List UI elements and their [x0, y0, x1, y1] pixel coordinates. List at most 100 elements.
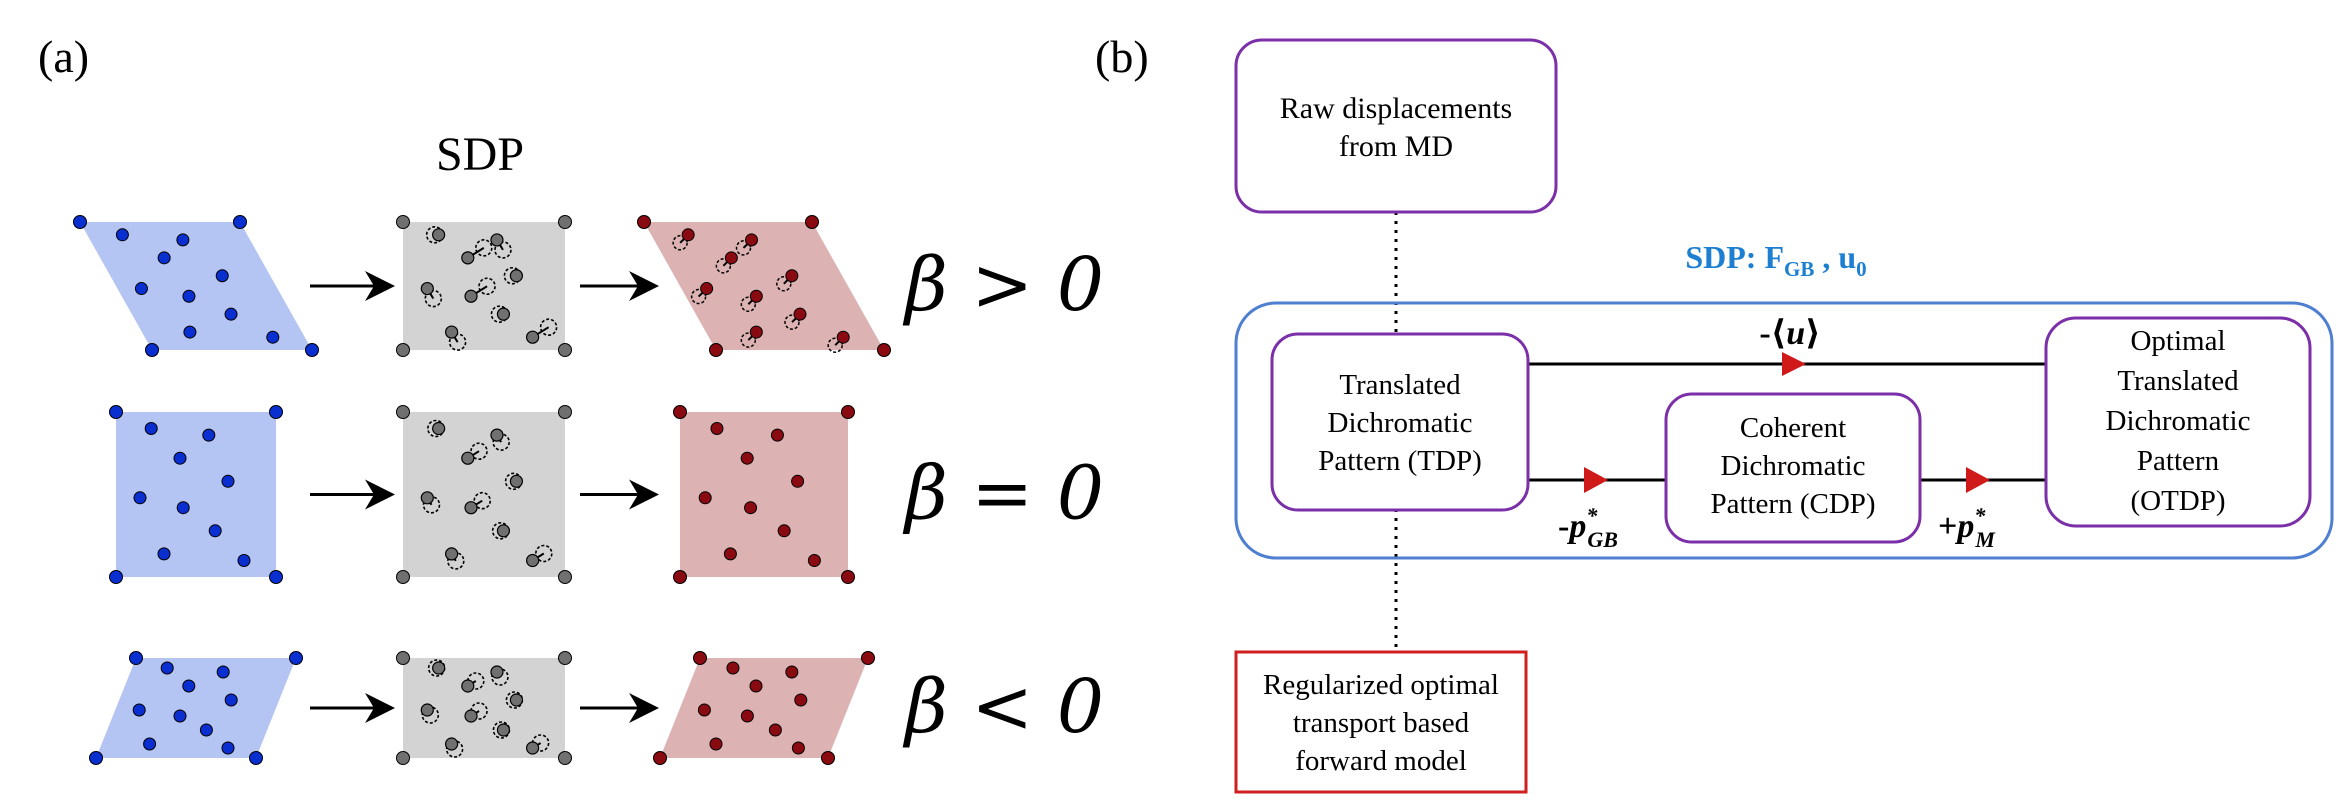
atom [445, 547, 459, 561]
atom [224, 307, 238, 321]
atom [509, 474, 524, 488]
atom [794, 693, 808, 707]
corner-atom [249, 751, 263, 765]
otdp-line-3: Dichromatic [2106, 405, 2251, 437]
atom [215, 269, 229, 283]
corner-atom [693, 651, 707, 665]
reference-site [470, 442, 488, 461]
edge-cdp-otdp-sub: M [1974, 527, 1996, 552]
reference-site [740, 296, 757, 312]
edge-top-suffix: ⟩ [1805, 315, 1821, 352]
reference-site [474, 239, 493, 257]
title-u-sub: 0 [1856, 257, 1867, 281]
reference-site [672, 235, 688, 251]
atom [173, 451, 187, 465]
atom [176, 501, 190, 515]
edge-cdp-otdp-arrowhead [1966, 467, 1990, 493]
panel-a-label: (a) [38, 31, 89, 82]
atom [266, 330, 280, 344]
tdp-line-2: Dichromatic [1328, 407, 1473, 439]
panel-b: (b) Raw displacements from MD SDP: FGB ,… [1095, 31, 2334, 794]
atom [496, 307, 511, 321]
atom [143, 737, 157, 751]
corner-atom [89, 751, 103, 765]
panel-a: (a) SDP β > 0β = 0β < 0 [38, 31, 1104, 765]
forward-line-1: Regularized optimal [1263, 669, 1499, 701]
corner-atom [558, 343, 572, 357]
atom [807, 554, 821, 567]
atom [133, 491, 147, 505]
atom [464, 709, 478, 723]
atom [791, 474, 805, 488]
edge-cdp-otdp-var: p [1954, 508, 1974, 545]
corner-atom [558, 215, 572, 229]
cdp-line-3: Pattern (CDP) [1710, 488, 1875, 520]
sdp-group-container [1234, 301, 2334, 560]
lattice-cell [644, 222, 884, 350]
atom [509, 693, 524, 707]
atom [224, 693, 238, 707]
atom [785, 665, 799, 679]
forward-line-2: transport based [1293, 707, 1470, 739]
atom [525, 330, 540, 344]
atom [697, 703, 711, 717]
edge-tdp-cdp-label: -p*GB [1558, 503, 1618, 552]
atom [496, 524, 511, 538]
reference-site [531, 734, 550, 752]
atom [709, 737, 723, 751]
atom [432, 421, 446, 436]
corner-atom [269, 405, 283, 419]
reference-site [473, 491, 492, 510]
panel-b-label: (b) [1095, 31, 1149, 82]
atom [744, 501, 758, 515]
edge-cdp-otdp-sup: * [1974, 503, 1986, 528]
tdp-line-1: Translated [1339, 369, 1461, 401]
cdp-line-2: Dichromatic [1721, 450, 1866, 482]
atom [749, 325, 763, 339]
otdp-box: Optimal Translated Dichromatic Pattern (… [2044, 316, 2312, 528]
atom [182, 289, 196, 303]
atom [420, 703, 434, 717]
reference-site [470, 702, 488, 720]
tdp-line-3: Pattern (TDP) [1318, 445, 1482, 477]
lattice-panel-mid [396, 405, 572, 584]
atom [208, 524, 222, 538]
atom [464, 501, 478, 515]
reference-site [740, 332, 757, 348]
atom [490, 665, 504, 679]
raw-box-line-1: Raw displacements [1280, 92, 1512, 125]
beta-label: β > 0 [902, 242, 1104, 328]
lattice-panel-left [73, 215, 319, 357]
corner-atom [145, 343, 159, 357]
lattice-cell [403, 658, 565, 758]
corner-atom [73, 215, 87, 229]
panel-a-rows: β > 0β = 0β < 0 [73, 215, 1104, 765]
forward-box-border [1234, 650, 1528, 794]
corner-atom [805, 215, 819, 229]
corner-atom [877, 343, 891, 357]
corner-atom [396, 215, 410, 229]
raw-displacements-box: Raw displacements from MD [1234, 38, 1558, 214]
atom [237, 554, 251, 567]
reference-site [690, 288, 707, 305]
corner-atom [396, 570, 410, 584]
otdp-line-2: Translated [2117, 365, 2239, 397]
atom [157, 251, 171, 265]
atom [199, 723, 213, 737]
title-f-sub: GB [1784, 257, 1814, 281]
corner-atom [233, 215, 247, 229]
corner-atom [305, 343, 319, 357]
corner-atom [673, 405, 687, 419]
atom [461, 679, 475, 693]
otdp-box-border [2044, 316, 2312, 528]
lattice-panel-right [653, 651, 875, 765]
reference-site [735, 240, 752, 256]
atom [134, 282, 148, 296]
otdp-line-5: (OTDP) [2130, 485, 2225, 517]
atom [525, 553, 540, 568]
atom [700, 282, 714, 296]
edge-cdp-otdp-sign: + [1938, 508, 1957, 545]
sdp-row-3: β < 0 [89, 651, 1104, 765]
edge-tdp-cdp-sign: - [1558, 508, 1569, 545]
